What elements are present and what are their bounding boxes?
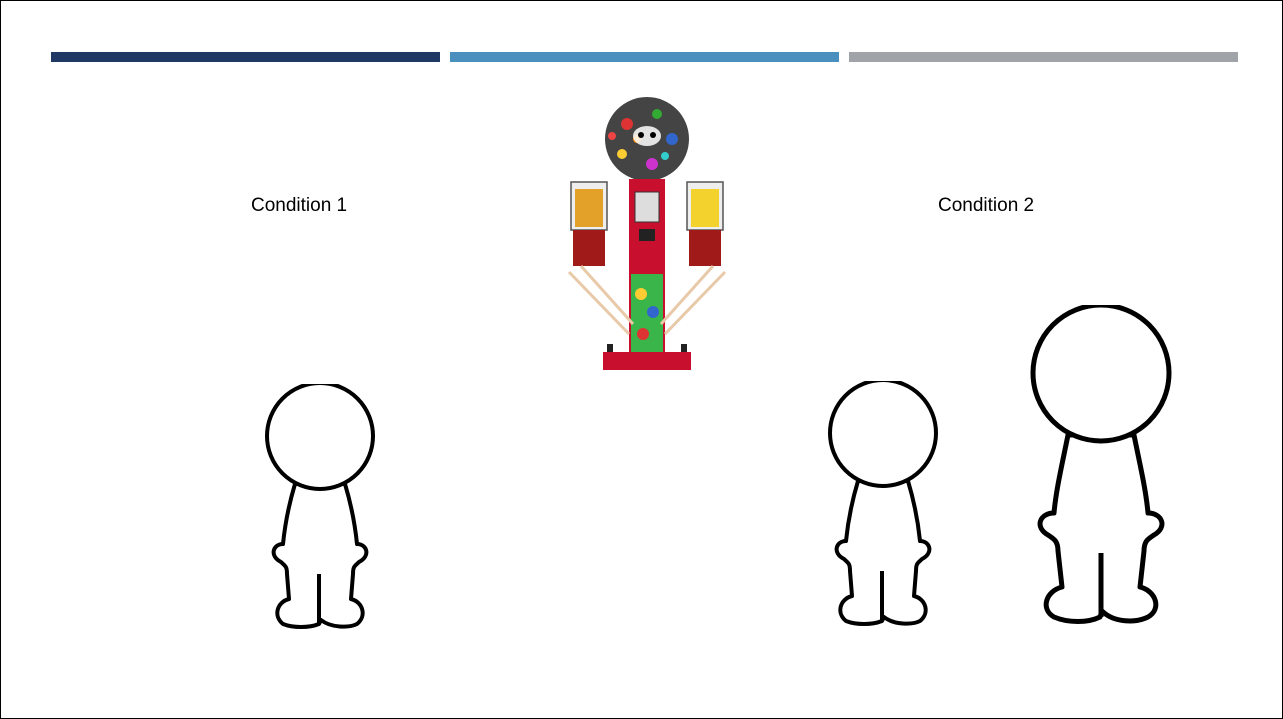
accent-bar-gray	[849, 52, 1238, 62]
accent-bar-light-blue	[450, 52, 839, 62]
child-figure-condition-2	[826, 381, 940, 629]
accent-bar-dark-blue	[51, 52, 440, 62]
vending-machine-image	[557, 94, 737, 374]
child-figure-condition-1	[263, 384, 377, 632]
adult-figure-condition-2	[1028, 305, 1174, 625]
condition-1-label: Condition 1	[251, 195, 347, 217]
condition-2-label: Condition 2	[938, 195, 1034, 217]
